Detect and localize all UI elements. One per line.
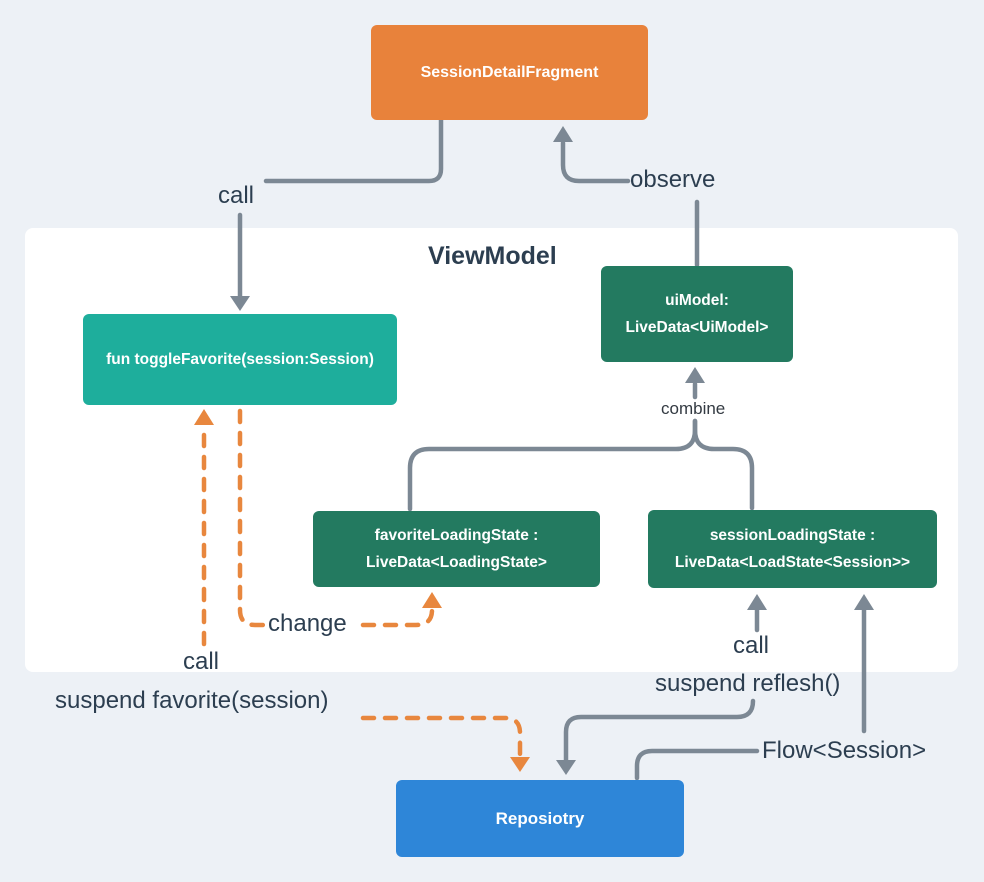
node-ui-model: uiModel: LiveData<UiModel> — [601, 266, 793, 362]
edge-change-dashed-a — [237, 408, 266, 628]
node-session-loading-state-label: sessionLoadingState : LiveData<LoadState… — [674, 526, 911, 571]
node-favorite-loading-state: favoriteLoadingState : LiveData<LoadingS… — [313, 511, 600, 587]
arrowhead-combine-up — [685, 367, 705, 383]
edge-label-observe: observe — [630, 166, 716, 193]
edge-reflesh-to-repo — [563, 698, 756, 763]
node-repository: Reposiotry — [396, 780, 684, 857]
node-toggle-favorite-label: fun toggleFavorite(session:Session) — [106, 350, 374, 368]
node-favorite-loading-state-label: favoriteLoadingState : LiveData<LoadingS… — [366, 526, 547, 571]
edge-label-change: change — [268, 610, 347, 637]
edge-combine-brace-left — [407, 418, 698, 512]
arrowhead-reflesh-down — [556, 760, 576, 775]
edge-fragment-to-call-elbow — [263, 117, 444, 184]
edge-label-suspend-favorite: suspend favorite(session) — [55, 687, 329, 714]
arrowhead-favorite-repo-down — [510, 757, 530, 772]
edge-label-call-top: call — [218, 182, 255, 209]
node-session-detail-fragment-label: SessionDetailFragment — [420, 63, 599, 81]
edge-label-suspend-reflesh: suspend reflesh() — [655, 670, 841, 697]
edge-observe-arrow-line — [560, 140, 631, 184]
edge-favorite-to-repo-dashed — [360, 715, 523, 760]
arrowhead-change-up — [422, 592, 442, 608]
arrowhead-flow-up — [854, 594, 874, 610]
edge-flow-to-repo — [634, 748, 760, 781]
node-repository-label: Reposiotry — [495, 808, 585, 828]
edge-label-combine: combine — [661, 399, 726, 418]
edge-label-call-left: call — [183, 648, 220, 675]
node-toggle-favorite: fun toggleFavorite(session:Session) — [83, 314, 397, 405]
edge-label-flow-session: Flow<Session> — [762, 737, 927, 764]
arrowhead-observe-up — [553, 126, 573, 142]
viewmodel-panel-title: ViewModel — [428, 242, 557, 270]
arrowhead-call-right-up — [747, 594, 767, 610]
edge-label-call-right: call — [733, 632, 770, 659]
node-session-loading-state: sessionLoadingState : LiveData<LoadState… — [648, 510, 937, 588]
node-session-detail-fragment: SessionDetailFragment — [371, 25, 648, 120]
edge-combine-brace-right — [692, 418, 755, 511]
edge-change-dashed-b — [360, 605, 435, 628]
arrowhead-call-left-up — [194, 409, 214, 425]
arrowhead-call-down — [230, 296, 250, 311]
node-ui-model-label: uiModel: LiveData<UiModel> — [625, 291, 769, 336]
